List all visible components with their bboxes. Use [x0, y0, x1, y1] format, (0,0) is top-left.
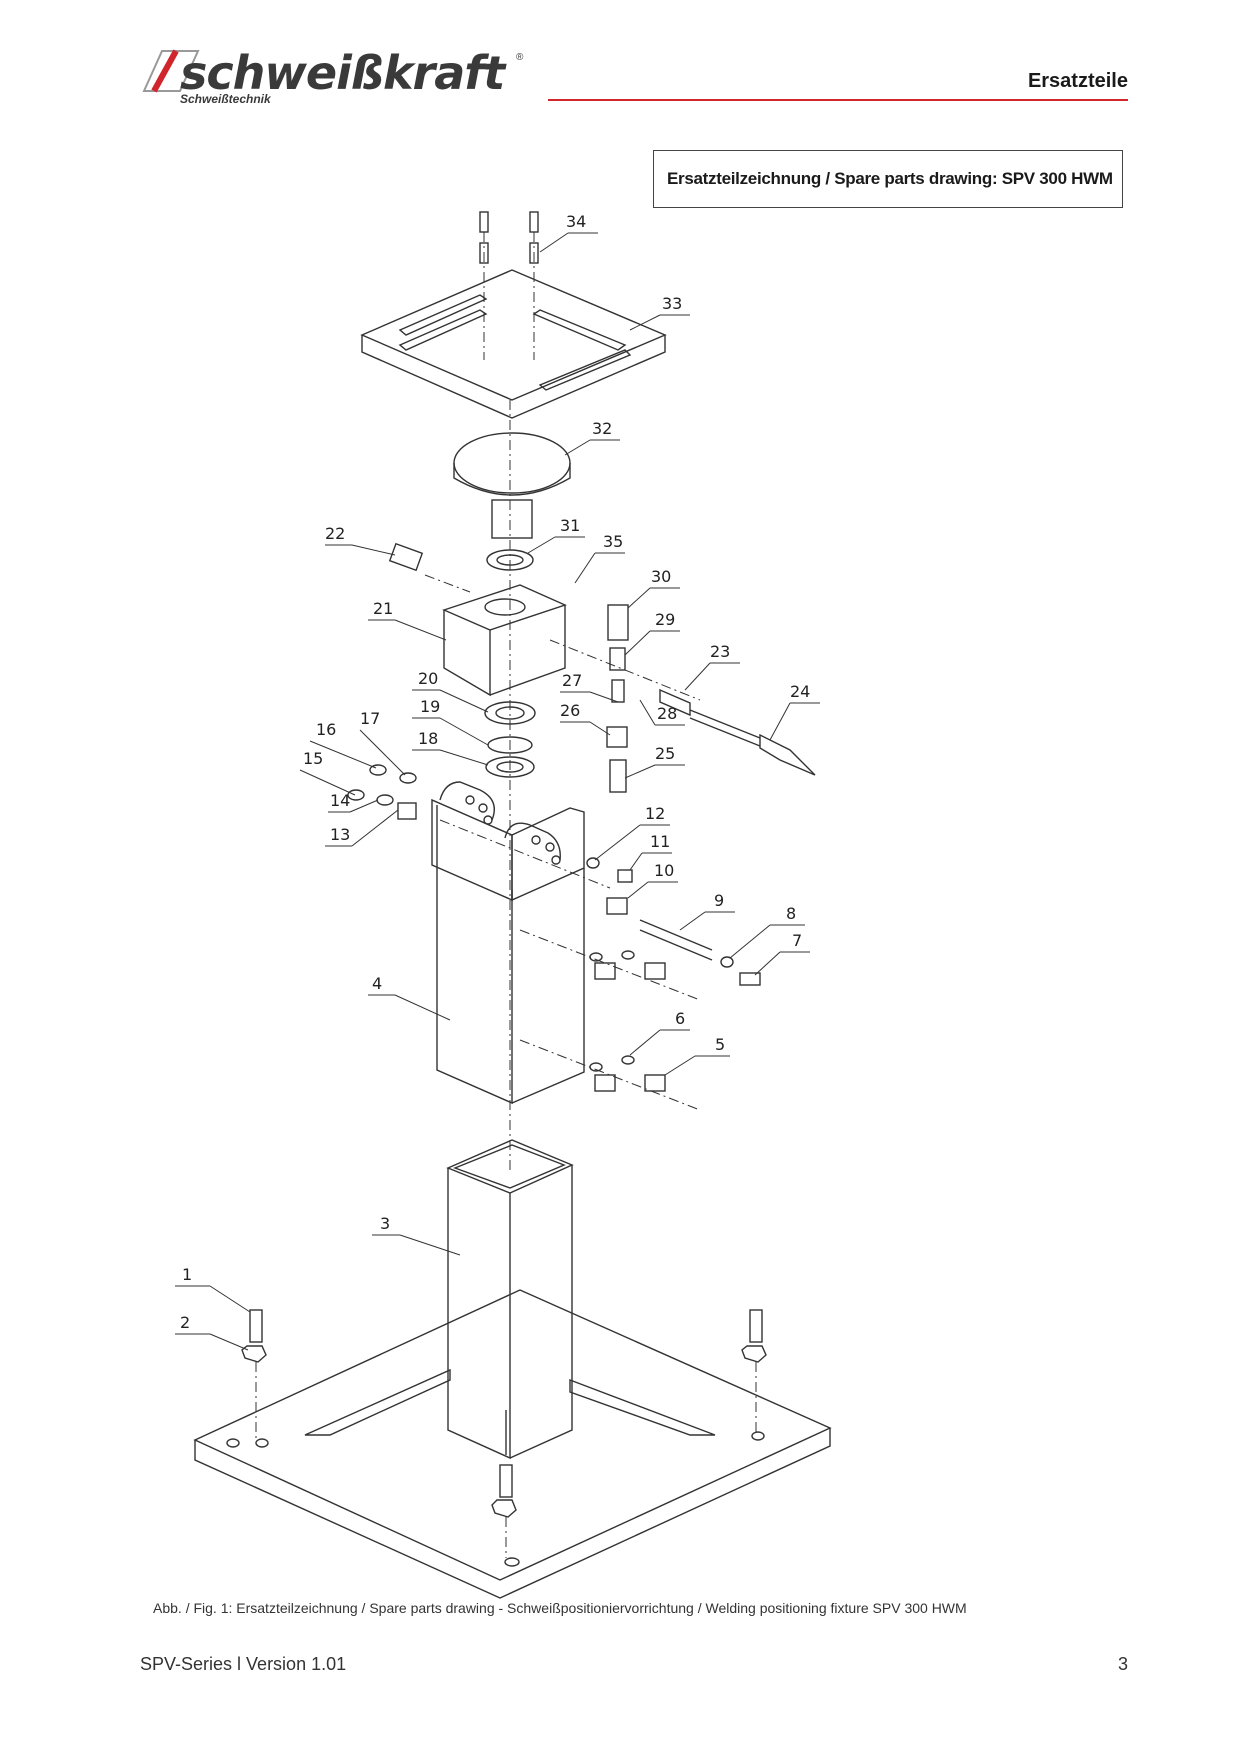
brand-logo: schweißkraft ® Schweißtechnik	[140, 42, 540, 112]
part-label-33: 33	[662, 294, 682, 313]
part-label-1: 1	[182, 1265, 192, 1284]
part-label-4: 4	[372, 974, 382, 993]
base-plate-drawing	[193, 1289, 832, 1599]
column-upper-drawing	[431, 781, 585, 1105]
part-label-14: 14	[330, 791, 350, 810]
part-label-35: 35	[603, 532, 623, 551]
part-label-29: 29	[655, 610, 675, 629]
part-label-26: 26	[560, 701, 580, 720]
part-label-25: 25	[655, 744, 675, 763]
footer-version: SPV-Series l Version 1.01	[140, 1654, 347, 1674]
part-label-16: 16	[316, 720, 336, 739]
drawing-title: Ersatzteilzeichnung / Spare parts drawin…	[667, 169, 1113, 188]
figure-caption: Abb. / Fig. 1: Ersatzteilzeichnung / Spa…	[153, 1600, 967, 1616]
part-label-30: 30	[651, 567, 671, 586]
drawing-title-box: Ersatzteilzeichnung / Spare parts drawin…	[653, 150, 1123, 208]
part-label-28: 28	[657, 704, 677, 723]
part-label-23: 23	[710, 642, 730, 661]
part-label-34: 34	[566, 212, 586, 231]
part-label-32: 32	[592, 419, 612, 438]
part-label-11: 11	[650, 832, 670, 851]
page-number: 3	[1117, 1654, 1128, 1674]
handle-assembly-drawing	[388, 542, 816, 793]
turntable-drawing	[453, 432, 571, 539]
brand-name: schweißkraft	[180, 46, 505, 100]
part-label-9: 9	[714, 891, 724, 910]
part-label-13: 13	[330, 825, 350, 844]
part-label-27: 27	[562, 671, 582, 690]
part-label-8: 8	[786, 904, 796, 923]
logo-mark-icon	[142, 49, 200, 93]
part-label-6: 6	[675, 1009, 685, 1028]
column-lower-drawing	[446, 1139, 574, 1460]
part-label-31: 31	[560, 516, 580, 535]
part-label-10: 10	[654, 861, 674, 880]
leader-lines-drawing	[175, 232, 820, 1351]
header-divider	[548, 99, 1128, 101]
brand-subtitle: Schweißtechnik	[180, 92, 271, 106]
part-number-labels: 1 2 3 4 5 6 7 8 9 10 11 12 13 14 15 16 1…	[180, 212, 810, 1332]
part-label-2: 2	[180, 1313, 190, 1332]
top-plate-drawing	[360, 269, 667, 419]
part-label-22: 22	[325, 524, 345, 543]
section-title: Ersatzteile	[1027, 70, 1128, 92]
center-lines-drawing	[255, 232, 757, 1558]
bolts-drawing	[241, 211, 767, 1518]
part-label-17: 17	[360, 709, 380, 728]
part-label-5: 5	[715, 1035, 725, 1054]
part-label-18: 18	[418, 729, 438, 748]
part-label-3: 3	[380, 1214, 390, 1233]
part-label-24: 24	[790, 682, 810, 701]
part-label-21: 21	[373, 599, 393, 618]
part-label-19: 19	[420, 697, 440, 716]
part-label-20: 20	[418, 669, 438, 688]
part-label-7: 7	[792, 931, 802, 950]
brand-registered-mark: ®	[516, 52, 524, 63]
part-label-15: 15	[303, 749, 323, 768]
housing-block-drawing	[442, 584, 567, 697]
part-label-12: 12	[645, 804, 665, 823]
